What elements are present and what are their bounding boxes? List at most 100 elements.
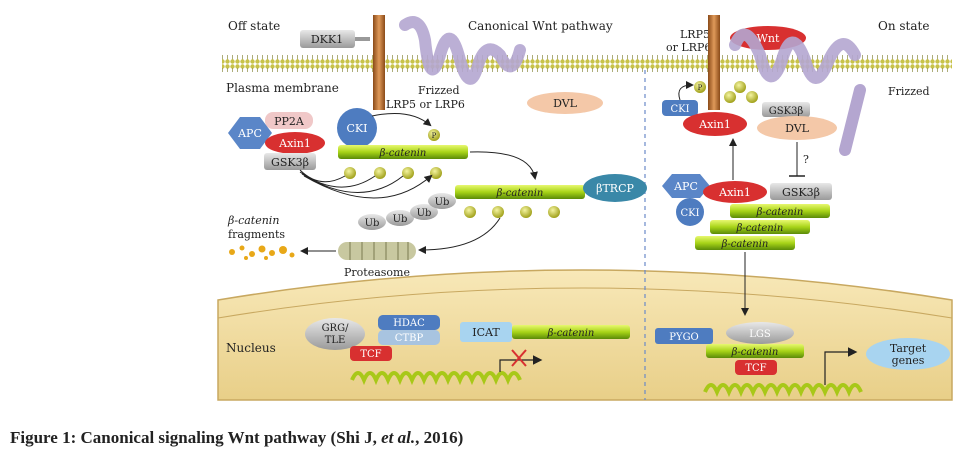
fragments-label-line1: β-catenin: [227, 214, 279, 227]
frizzled-right-label: Frizzed: [888, 85, 930, 98]
cki-right-top-label: CKI: [670, 104, 689, 115]
beta-catenin-left-1-label: β-catenin: [379, 148, 427, 159]
off-state-label: Off state: [228, 19, 280, 33]
gsk3b-right-top-label: GSK3β: [769, 106, 804, 117]
gsk3b-right-label: GSK3β: [782, 186, 820, 199]
beta-catenin-right-1-label: β-catenin: [756, 207, 804, 218]
beta-catenin-right-1: [730, 204, 830, 218]
phospho-top-left-label: P: [432, 132, 437, 140]
to-btrcp-arrow: [469, 151, 538, 180]
ubiquitin-label-2: Ub: [393, 214, 408, 225]
gsk3b-right-top: [762, 102, 810, 117]
nucleus-inner-line: [217, 287, 953, 319]
beta-catenin-nucleus-left-label: β-catenin: [547, 328, 595, 339]
phospho-right-top: [694, 81, 758, 103]
lrp-receptor-right: [708, 15, 720, 110]
beta-catenin-right-3: [695, 236, 795, 250]
cki-to-p-arrow: [371, 113, 432, 127]
icat-label: ICAT: [472, 326, 500, 339]
btrcp: [583, 174, 647, 202]
frizzled-left: [399, 16, 526, 85]
plasma-membrane: [222, 55, 952, 72]
wnt-pathway-diagram: Off state Canonical Wnt pathway On state…: [217, 15, 953, 401]
cki-right: [676, 198, 704, 226]
apc-label: APC: [237, 127, 262, 140]
caption-prefix: Figure 1: Canonical signaling Wnt pathwa…: [10, 428, 382, 447]
axin1-right: [703, 181, 767, 203]
phospho-row-1: [344, 167, 442, 179]
pathway-title: Canonical Wnt pathway: [468, 19, 613, 33]
beta-catenin-left-2: [455, 185, 585, 199]
ubiquitin-chain: [358, 193, 456, 230]
gsk3b-left: [264, 153, 316, 170]
cki-right-label: CKI: [680, 208, 699, 219]
caption-etal: et al.: [381, 428, 416, 447]
hdac: [378, 315, 440, 330]
axin1-right-top: [683, 112, 747, 136]
beta-catenin-nucleus-left: [512, 325, 630, 339]
dvl-right-label: DVL: [785, 122, 810, 135]
beta-catenin-right-3-label: β-catenin: [721, 239, 769, 250]
lrp-left-label: LRP5 or LRP6: [386, 98, 465, 111]
proteasome: [338, 242, 416, 260]
apc-right: [662, 174, 710, 198]
target-genes-label-2: genes: [892, 354, 925, 367]
phospho-top-left: [428, 129, 440, 141]
lrp-receptor-left: [373, 15, 385, 110]
icat: [460, 322, 512, 342]
figure-caption: Figure 1: Canonical signaling Wnt pathwa…: [10, 428, 950, 448]
apc-hexagon: [228, 117, 272, 149]
ubiquitin-label-1: Ub: [365, 218, 380, 229]
axin1-right-label: Axin1: [718, 186, 751, 199]
grg-tle-label-2: TLE: [325, 335, 346, 346]
hdac-label: HDAC: [393, 318, 425, 329]
beta-catenin-right-2-label: β-catenin: [736, 223, 784, 234]
gsk3b-left-label: GSK3β: [271, 156, 309, 169]
frizzled-left-label: Frizzed: [418, 84, 460, 97]
dna-left: [350, 371, 522, 386]
phospho-right-label: P: [698, 84, 703, 92]
lrp-right-label-1: LRP5: [680, 28, 710, 41]
target-genes: [866, 338, 950, 370]
btrcp-label: βTRCP: [596, 182, 634, 195]
ubiquitin-label-4: Ub: [435, 197, 450, 208]
dvl-left: [527, 92, 603, 114]
beta-catenin-nucleus-right-label: β-catenin: [731, 347, 779, 358]
gsk3b-phospho-arrows: [299, 170, 431, 199]
tcf-left-label: TCF: [360, 349, 381, 360]
on-state-label: On state: [878, 19, 929, 33]
transcription-arrow-right: [824, 347, 858, 385]
cki-left: [337, 108, 377, 148]
beta-catenin-right-2: [710, 220, 810, 234]
grg-tle-label-1: GRG/: [322, 323, 350, 334]
tcf-right-label: TCF: [745, 363, 766, 374]
gsk3b-right: [770, 183, 832, 200]
proteasome-label: Proteasome: [344, 266, 410, 279]
caption-suffix: , 2016): [415, 428, 464, 447]
target-genes-label-1: Target: [890, 342, 927, 355]
dna-right: [703, 383, 863, 398]
axin1-right-top-label: Axin1: [698, 118, 731, 131]
fragments-label-line2: fragments: [228, 228, 285, 241]
phospho-row-2: [464, 206, 560, 218]
dkk1-label: DKK1: [311, 33, 343, 46]
beta-catenin-left-1: [338, 145, 468, 159]
question-mark: ?: [803, 153, 809, 166]
lgs-label: LGS: [749, 329, 771, 340]
ubiquitin-label-3: Ub: [417, 208, 432, 219]
fragments: [229, 245, 295, 260]
wnt-label: Wnt: [757, 32, 780, 45]
to-proteasome-arrow: [418, 217, 501, 254]
dvl-right: [757, 116, 837, 140]
axin1-left: [265, 132, 325, 154]
pp2a-box: [265, 112, 313, 129]
grg-tle: [305, 318, 365, 350]
pp2a-label: PP2A: [274, 115, 305, 128]
beta-catenin-nucleus-right: [706, 344, 804, 358]
pygo: [655, 328, 713, 344]
dvl-left-label: DVL: [553, 97, 578, 110]
lrp-right-label-2: or LRP6: [666, 41, 711, 54]
cki-loop-arrow: [678, 81, 694, 101]
frizzled-right: [729, 28, 861, 84]
cki-left-label: CKI: [347, 122, 368, 135]
